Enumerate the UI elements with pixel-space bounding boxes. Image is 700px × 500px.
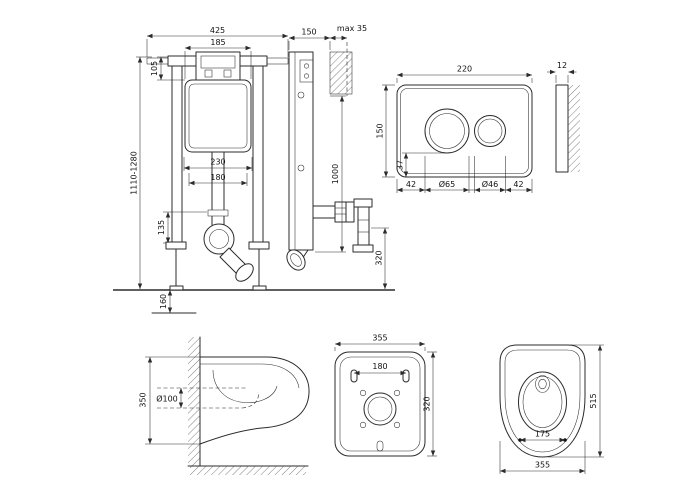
dim-label-350: 350 — [139, 392, 148, 407]
dim-label-42-right: 42 — [513, 180, 523, 189]
dim-label-12: 12 — [557, 61, 567, 70]
floor-hatch — [190, 466, 306, 475]
fixing-slot-left — [350, 369, 358, 383]
flush-pipe — [207, 151, 229, 226]
dim-label-220: 220 — [457, 65, 472, 74]
dim-bottom-offset-135: 135 — [157, 211, 207, 244]
dim-label-42-left: 42 — [406, 180, 416, 189]
dim-label-105: 105 — [150, 61, 159, 76]
dim-label-320-side: 320 — [375, 250, 384, 265]
dim-label-max35: max 35 — [337, 24, 367, 33]
water-connection-fittings — [312, 198, 374, 253]
flush-plate-side-view: 12 — [547, 61, 580, 173]
dim-label-180: 180 — [210, 173, 225, 182]
dim-label-185: 185 — [210, 38, 225, 47]
waste-pipe-hidden-lines — [157, 387, 259, 409]
frame-side-view: 150 max 35 1000 320 — [286, 24, 389, 289]
waste-elbow — [203, 223, 254, 282]
bowl-back-view: 355 180 320 — [334, 334, 437, 457]
dim-label-425: 425 — [210, 26, 225, 35]
drain-opening — [359, 389, 401, 452]
dim-label-150-plate: 150 — [376, 123, 385, 138]
bowl-side-view: 350 Ø100 — [139, 336, 310, 475]
dim-bowl-length-515: 515 — [548, 344, 604, 458]
dim-label-515: 515 — [589, 393, 598, 408]
dim-label-1000: 1000 — [331, 164, 340, 184]
dim-label-37: 37 — [396, 160, 405, 170]
dim-label-160: 160 — [159, 294, 168, 309]
dim-frame-depth-150: 150 — [288, 28, 331, 50]
dim-label-135: 135 — [157, 220, 166, 235]
dim-label-1110-1280: 1110-1280 — [130, 151, 139, 195]
dim-label-355-back: 355 — [372, 334, 387, 343]
frame-feet — [165, 241, 270, 291]
bowl-profile — [199, 356, 310, 445]
dim-label-d100: Ø100 — [156, 394, 178, 404]
frame-front-view: 425 185 105 1110-1280 230 — [130, 26, 289, 314]
fixing-slot-right — [402, 369, 410, 383]
dim-bowl-height-350: 350 — [139, 356, 200, 445]
dim-cistern-width-185: 185 — [184, 38, 252, 79]
dim-label-230: 230 — [210, 158, 225, 167]
bowl-top-view: 515 175 355 — [499, 344, 604, 474]
large-flush-button — [424, 108, 470, 154]
dim-button-chain: 42 Ø65 Ø46 42 — [396, 156, 533, 193]
dim-floor-offset-160: 160 — [151, 290, 197, 314]
mount-point-upper — [297, 91, 305, 99]
dim-frame-width-425: 425 — [146, 26, 289, 57]
dim-plate-height-150: 150 — [376, 84, 395, 178]
dim-plate-thickness-12: 12 — [547, 61, 577, 83]
concealed-cistern — [184, 79, 252, 153]
dim-bolt-spacing-230: 230 — [183, 157, 253, 171]
frame-rail-left — [171, 65, 183, 243]
wall-bracket-right — [266, 57, 289, 65]
flush-plate-front-view: 220 150 37 42 Ø65 Ø46 — [376, 65, 533, 193]
dim-label-355-top: 355 — [535, 461, 550, 470]
dim-hinge-spacing-175: 175 — [518, 430, 567, 443]
flush-control-box — [195, 51, 241, 81]
dim-label-d65: Ø65 — [439, 179, 455, 189]
frame-side-profile — [288, 51, 314, 251]
dim-fixing-spacing-180: 180 — [354, 362, 406, 376]
dim-outlet-height-320: 320 — [371, 227, 389, 289]
dim-wall-height-1000: 1000 — [315, 95, 346, 253]
dim-outlet-spacing-180: 180 — [188, 173, 248, 186]
dim-label-320-back: 320 — [423, 396, 432, 411]
flush-unit-side — [299, 59, 314, 83]
dim-label-180-back: 180 — [372, 362, 387, 371]
dim-label-d46: Ø46 — [482, 179, 498, 189]
seat-opening — [518, 371, 567, 433]
dim-plate-width-220: 220 — [396, 65, 533, 83]
frame-rail-right — [252, 65, 264, 243]
wall-hatch-band — [188, 337, 200, 466]
dim-label-150-depth: 150 — [301, 28, 316, 37]
wall-hatch — [568, 85, 580, 172]
dim-install-height: 1110-1280 — [130, 56, 152, 289]
plate-side-profile — [555, 84, 569, 173]
wall-section — [329, 51, 353, 95]
waste-elbow-side — [286, 249, 309, 271]
dim-max-adjustment: max 35 — [330, 24, 367, 41]
bowl-top-outline — [499, 344, 586, 458]
dim-top-offset-105: 105 — [150, 56, 185, 81]
dim-back-width-355: 355 — [334, 334, 426, 351]
dim-bowl-width-355: 355 — [499, 441, 586, 474]
dim-back-height-320: 320 — [423, 351, 437, 457]
small-flush-button — [474, 115, 506, 147]
dim-outlet-dia-100: Ø100 — [156, 388, 184, 408]
dim-label-175: 175 — [535, 430, 550, 439]
mount-point-lower — [297, 164, 305, 172]
dim-button-offset-37: 37 — [396, 152, 445, 177]
